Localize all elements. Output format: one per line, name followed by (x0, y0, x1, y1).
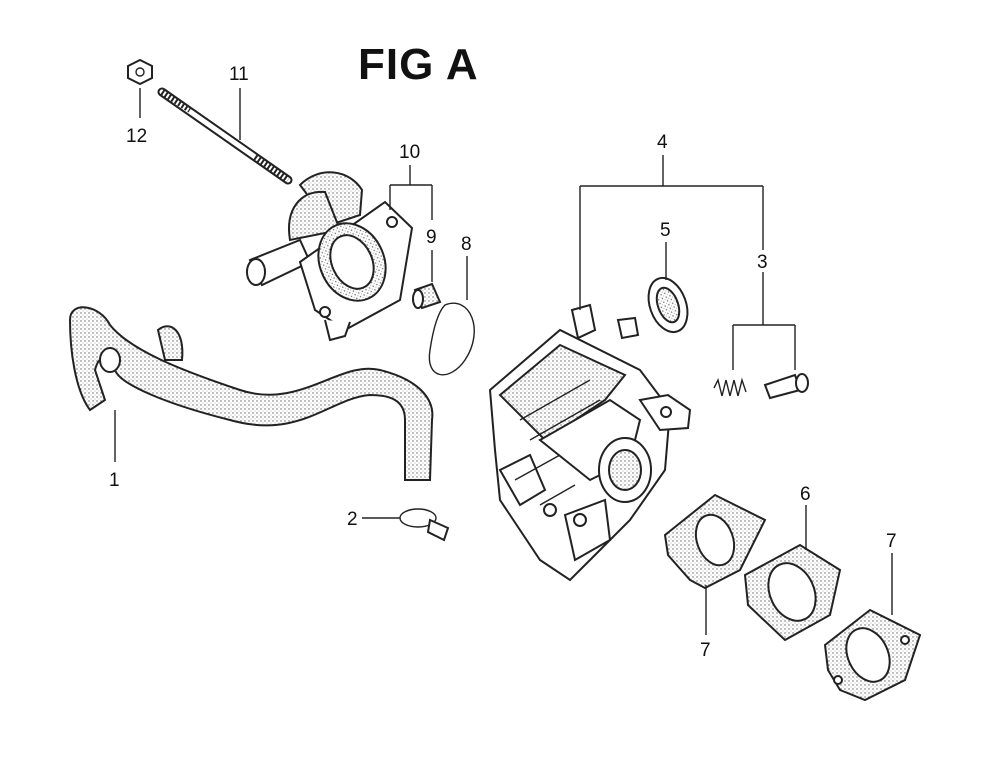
callout-2: 2 (347, 509, 358, 530)
callout-3: 3 (757, 252, 768, 273)
callout-1: 1 (109, 470, 120, 491)
carburetor-part (488, 303, 692, 582)
callout-11: 11 (229, 64, 249, 85)
gasket-part-left (663, 493, 767, 590)
callout-9: 9 (426, 227, 437, 248)
seal-part (647, 276, 689, 334)
callout-8: 8 (461, 234, 472, 255)
callout-4: 4 (657, 132, 668, 153)
gasket-part-right (823, 608, 922, 702)
intake-elbow-part (246, 171, 414, 342)
figure-title: FIG A (358, 40, 479, 89)
callout-12: 12 (126, 126, 147, 147)
callout-7-right: 7 (886, 531, 897, 552)
nut-part (127, 58, 153, 86)
callout-7-left: 7 (700, 640, 711, 661)
callout-10: 10 (399, 142, 420, 163)
spring-part (713, 377, 747, 397)
callout-5: 5 (660, 220, 671, 241)
hose-clamp-part (399, 508, 450, 542)
screw-part (763, 373, 809, 400)
fuel-hose-part (68, 306, 434, 481)
leader-lines (114, 88, 893, 635)
o-ring-part (428, 302, 475, 376)
insulator-part (743, 543, 842, 642)
spacer-part (412, 282, 442, 310)
callout-6: 6 (800, 484, 811, 505)
stud-bolt-part (157, 87, 293, 185)
